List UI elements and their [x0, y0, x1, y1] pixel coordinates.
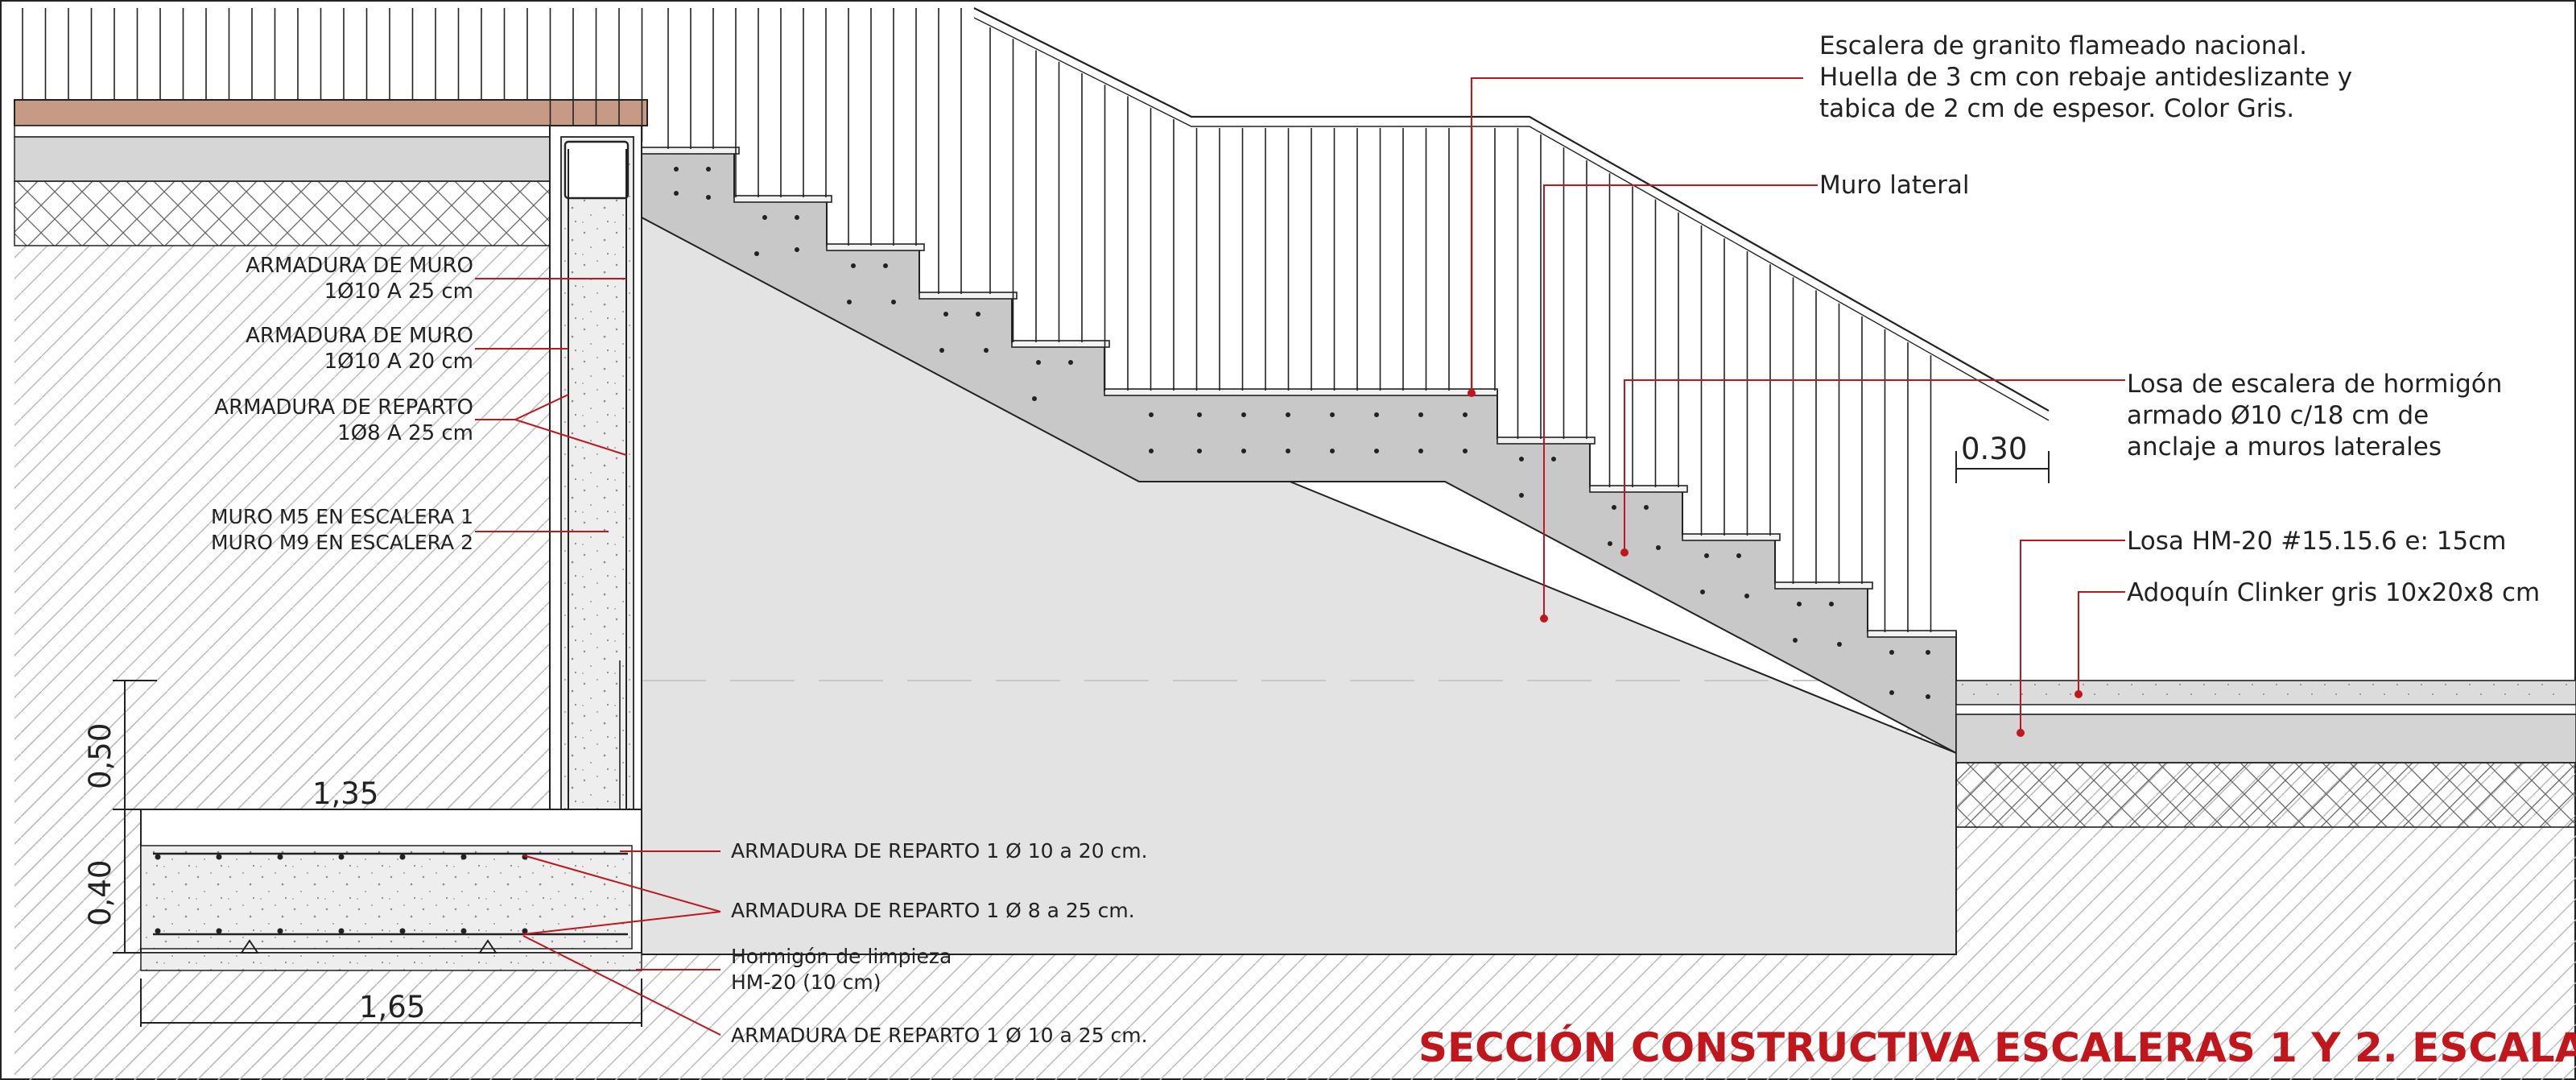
lean-concrete-line2: HM-20 (10 cm)	[731, 970, 881, 994]
wall-rebar2-line1: ARMADURA DE MURO	[246, 324, 473, 348]
wall-rebar2-line2: 1Ø10 A 20 cm	[324, 350, 473, 374]
granite-treads	[641, 147, 1957, 638]
upper-pavement	[14, 99, 648, 246]
wall-rebar1-line1: ARMADURA DE MURO	[246, 254, 473, 278]
footing-rebar-bottom-label: ARMADURA DE REPARTO 1 Ø 10 a 25 cm.	[731, 1024, 1148, 1047]
wall-rebar1-line2: 1Ø10 A 25 cm	[324, 279, 473, 304]
granite-label-line1: Escalera de granito flameado nacional.	[1819, 31, 2307, 60]
footing-rebar-top-label: ARMADURA DE REPARTO 1 Ø 10 a 20 cm.	[731, 839, 1148, 863]
dim-135: 1,35	[312, 776, 378, 811]
footing-rebar-dots	[155, 854, 528, 934]
dim-040: 0,40	[83, 860, 118, 926]
stair-slab-label-line2: armado Ø10 c/18 cm de	[2127, 401, 2429, 430]
side-wall-label: Muro lateral	[1819, 171, 1969, 200]
dim-030: 0.30	[1961, 432, 2027, 466]
paver-label: Adoquín Clinker gris 10x20x8 cm	[2127, 578, 2540, 607]
right-pavement	[1955, 680, 2576, 828]
wall-type-line1: MURO M5 EN ESCALERA 1	[211, 505, 473, 528]
lean-concrete-line1: Hormigón de limpieza	[731, 945, 952, 968]
drawing-title: SECCIÓN CONSTRUCTIVA ESCALERAS 1 Y 2. ES…	[1418, 1024, 2576, 1071]
footing-rebar-mid-label: ARMADURA DE REPARTO 1 Ø 8 a 25 cm.	[731, 899, 1135, 922]
leader-lines	[475, 77, 2125, 1036]
railing-balusters	[22, 8, 1932, 632]
stair-slab-label-line3: anclaje a muros laterales	[2127, 432, 2442, 461]
dist-rebar-line1: ARMADURA DE REPARTO	[214, 395, 473, 420]
stair-slab-label-line1: Losa de escalera de hormigón	[2127, 370, 2502, 399]
slab-hm20-label: Losa HM-20 #15.15.6 e: 15cm	[2127, 527, 2506, 556]
stair-rebar-dots	[674, 167, 1930, 699]
footing	[140, 809, 642, 971]
wall-type-line2: MURO M9 EN ESCALERA 2	[211, 531, 473, 554]
leader-dots	[1468, 389, 2083, 737]
dim-165: 1,65	[359, 990, 425, 1024]
dist-rebar-line2: 1Ø8 A 25 cm	[337, 421, 473, 445]
granite-label-line3: tabica de 2 cm de espesor. Color Gris.	[1819, 94, 2294, 123]
railing	[973, 7, 2050, 421]
dim-050: 0,50	[83, 723, 118, 789]
granite-label-line2: Huella de 3 cm con rebaje antideslizante…	[1819, 63, 2352, 92]
dimension-lines	[113, 451, 2050, 1027]
